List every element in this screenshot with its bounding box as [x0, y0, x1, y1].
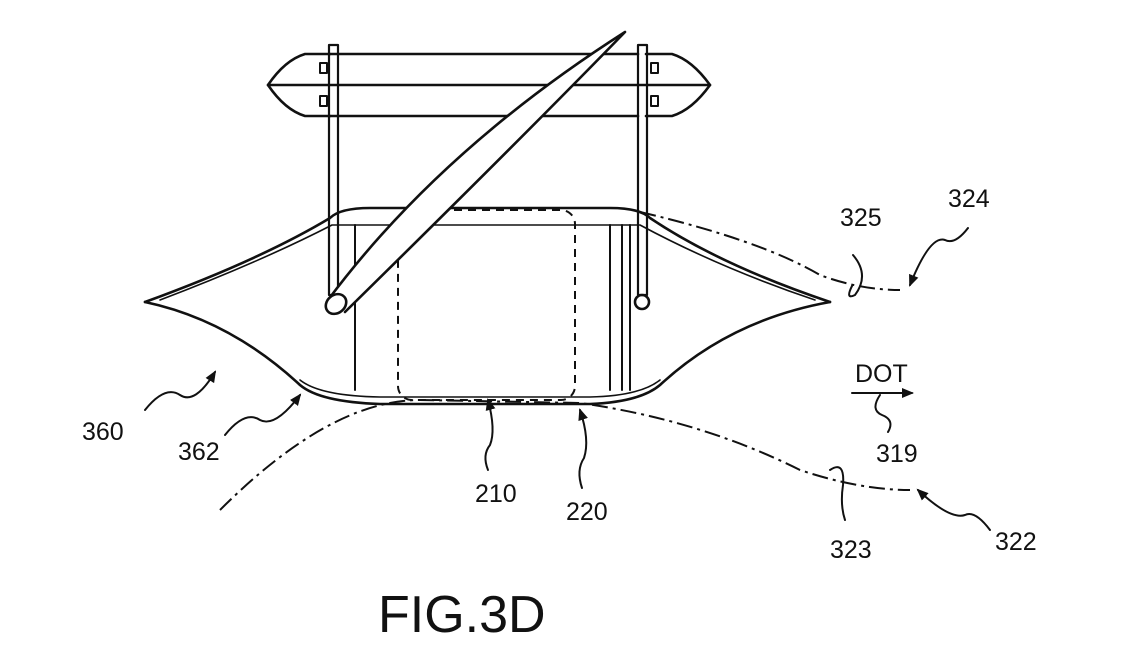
top-bar	[266, 52, 712, 118]
label-220: 220	[566, 498, 608, 526]
blade	[324, 30, 627, 316]
hull-body	[143, 206, 832, 406]
label-325: 325	[840, 204, 882, 232]
label-210: 210	[475, 480, 517, 508]
label-323: 323	[830, 536, 872, 564]
label-319: 319	[876, 440, 918, 468]
figure-title: FIG.3D	[378, 586, 546, 644]
label-dot: DOT	[855, 360, 908, 388]
path-322	[219, 398, 911, 511]
label-360: 360	[82, 418, 124, 446]
hidden-component-outline	[397, 209, 576, 401]
label-324: 324	[948, 185, 990, 213]
label-322: 322	[995, 528, 1037, 556]
label-362: 362	[178, 438, 220, 466]
path-324	[639, 211, 901, 291]
